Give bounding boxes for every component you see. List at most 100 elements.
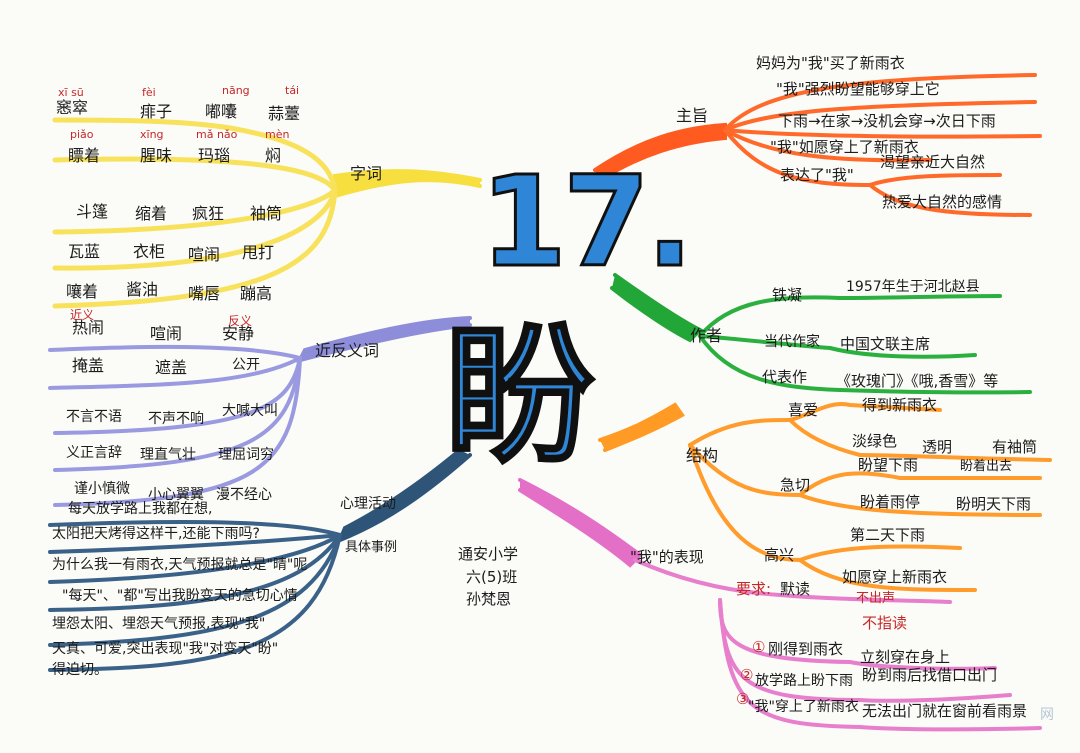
requirement-value: 默读 [780, 580, 811, 598]
zhuzhi-item: 下雨→在家→没机会穿→次日下雨 [778, 112, 996, 130]
stage-item: 盼明天下雨 [956, 495, 1032, 513]
branch-biaoxian [518, 478, 644, 568]
word: 玛瑙 [198, 146, 231, 165]
requirement-item: 不指读 [862, 614, 908, 632]
zici-label: 字词 [350, 164, 383, 183]
word: 喧闹 [150, 324, 183, 343]
word: 谨小慎微 [74, 481, 130, 497]
class-name: 六(5)班 [466, 568, 518, 586]
zhuzhi-label: 主旨 [676, 106, 709, 125]
author-name: 铁凝 [772, 286, 803, 304]
word: 袖筒 [250, 204, 283, 223]
event-result: 立刻穿在身上 [860, 648, 951, 666]
example-line: 为什么我一有雨衣,天气预报就总是"晴"呢 [52, 557, 308, 573]
center-char: 盼 [443, 309, 596, 486]
word: 瞟着 [68, 146, 101, 165]
event-number: ③ [736, 690, 750, 708]
example-line: 每天放学路上我都在想, [68, 501, 213, 517]
stage-item: 第二天下雨 [850, 526, 926, 544]
requirement-label: 要求: [736, 580, 772, 598]
requirement-item: 不出声 [856, 591, 896, 606]
event-text: "我"穿上了新雨衣 [748, 699, 859, 715]
tag-fan: 反义 [228, 314, 253, 328]
author-info: 1957年生于河北赵县 [846, 279, 980, 295]
example-line: 埋怨太阳、埋怨天气预报,表现"我" [52, 616, 266, 632]
word: 窸窣 [56, 98, 89, 117]
stage-like: 喜爱 [788, 401, 819, 419]
student-name: 孙梵恩 [466, 590, 512, 608]
word: 甩打 [242, 243, 275, 262]
word: 安静 [222, 324, 255, 343]
biaoxian-label: "我"的表现 [630, 548, 704, 566]
xinli-label: 心理活动 [340, 496, 396, 512]
pinyin: tái [285, 84, 300, 97]
zhuzhi-item: "我"如愿穿上了新雨衣 [770, 138, 919, 156]
works-label: 代表作 [762, 368, 808, 386]
example-line: 天真、可爱,突出表现"我"对变天"盼" [52, 641, 279, 657]
word: 瓦蓝 [68, 242, 101, 261]
watermark: 网 [1040, 707, 1054, 723]
zhuzhi-item: 热爱大自然的感情 [882, 193, 1003, 211]
stage-item: 盼望下雨 [858, 456, 919, 474]
example-line: 太阳把天烤得这样干,还能下雨吗? [52, 526, 260, 542]
xinli-sub-label: 具体事例 [345, 540, 398, 555]
zhuzhi-item: 妈妈为"我"买了新雨衣 [756, 54, 905, 72]
word: 斗篷 [76, 202, 109, 221]
word: 不言不语 [66, 409, 122, 425]
event-result: 盼到雨后找借口出门 [862, 666, 998, 684]
zuozhe-label: 作者 [690, 326, 723, 345]
author-title-label: 当代作家 [764, 334, 820, 350]
author-title: 中国文联主席 [840, 335, 931, 353]
word: 嘴唇 [188, 284, 221, 303]
example-line: "每天"、"都"写出我盼变天的急切心情 [62, 588, 298, 604]
word: 蹦高 [240, 284, 273, 303]
stage-item: 如愿穿上新雨衣 [842, 568, 948, 586]
word: 焖 [265, 146, 282, 165]
stage-item: 透明 [922, 438, 953, 456]
word: 腥味 [140, 146, 173, 165]
pinyin: xīng [140, 128, 164, 141]
word: 理屈词穷 [218, 447, 274, 463]
zhuzhi-item: 渴望亲近大自然 [880, 153, 986, 171]
stage-urgent: 急切 [780, 476, 811, 494]
event-text: 刚得到雨衣 [768, 640, 844, 658]
zhuzhi-item: "我"强烈盼望能够穿上它 [776, 80, 940, 98]
stage-item: 盼着雨停 [860, 493, 921, 511]
works-value: 《玫瑰门》《哦,香雪》等 [836, 372, 999, 390]
jiegou-label: 结构 [686, 446, 719, 465]
example-line: 得迫切。 [52, 662, 108, 678]
event-result: 无法出门就在窗前看雨景 [862, 702, 1028, 720]
pinyin: mèn [265, 128, 290, 141]
branch-zuozhe [610, 273, 704, 343]
word: 疯狂 [192, 204, 225, 223]
center-number: 17. [478, 149, 694, 297]
word: 嘟囔 [205, 102, 238, 121]
event-number: ② [740, 666, 754, 684]
word: 理直气壮 [140, 447, 196, 463]
tag-jin: 近义 [70, 308, 95, 322]
word: 遮盖 [155, 358, 188, 377]
word: 蒜薹 [268, 104, 301, 123]
word: 热闹 [72, 318, 105, 337]
word: 缩着 [135, 204, 168, 223]
stage-item: 淡绿色 [852, 432, 898, 450]
word: 喧闹 [188, 245, 221, 264]
stage-item: 有袖筒 [992, 438, 1038, 456]
jinfanyi-label: 近反义词 [315, 341, 380, 360]
word: 痱子 [140, 102, 173, 121]
word: 衣柜 [133, 242, 166, 261]
stage-item: 得到新雨衣 [862, 396, 938, 414]
stage-happy: 高兴 [764, 546, 795, 564]
word: 掩盖 [72, 356, 105, 375]
word: 大喊大叫 [222, 403, 278, 419]
word: 酱油 [126, 280, 159, 299]
word: 义正言辞 [66, 445, 122, 461]
word: 嚷着 [66, 282, 99, 301]
stage-item: 盼着出去 [960, 459, 1013, 474]
word: 漫不经心 [216, 487, 272, 503]
pinyin: piǎo [70, 128, 94, 141]
pinyin: mǎ nǎo [196, 128, 238, 141]
school-name: 通安小学 [458, 545, 519, 563]
event-text: 放学路上盼下雨 [755, 673, 853, 689]
